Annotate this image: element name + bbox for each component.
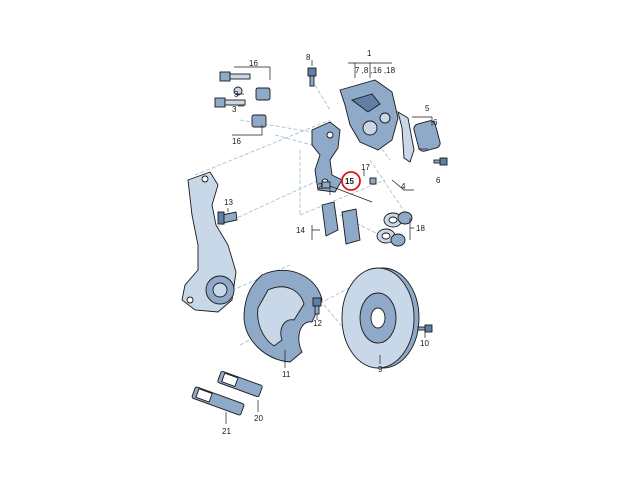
callout-17: 17 — [361, 163, 370, 172]
brake-disc-icon — [341, 267, 420, 369]
splash-shield-icon — [243, 270, 323, 363]
guide-pin-set-lower-icon — [214, 97, 267, 128]
callout-2: 2 — [318, 182, 323, 191]
guide-pin-set-upper-icon — [219, 71, 271, 101]
callout-7-8-16-18: 7 ,8 ,16 ,18 — [355, 66, 396, 75]
bolt-10-icon — [417, 324, 433, 333]
callout-11: 11 — [282, 370, 291, 379]
callout-4: 4 — [401, 182, 406, 191]
bolt-8-icon — [307, 67, 317, 87]
callout-16-bottom: 16 — [232, 137, 241, 146]
wear-sensor-icon — [321, 177, 377, 203]
carrier-bracket-icon — [311, 121, 343, 193]
callout-20: 20 — [254, 414, 263, 423]
callout-10: 10 — [420, 339, 429, 348]
callout-13: 13 — [224, 198, 233, 207]
highlight-ring — [341, 171, 361, 191]
callout-14: 14 — [296, 226, 305, 235]
callout-6-b: 6 — [436, 176, 441, 185]
callout-5: 5 — [425, 104, 430, 113]
callout-3-a: 3 — [234, 90, 239, 99]
callout-labels: 1 7 ,8 ,16 ,18 8 16 3 3 16 5 6 6 4 17 15… — [222, 49, 441, 436]
callout-21: 21 — [222, 427, 231, 436]
callout-12: 12 — [313, 319, 322, 328]
callout-9: 9 — [378, 365, 383, 374]
callout-15: 15 — [345, 177, 354, 186]
bolt-6-icon — [433, 157, 448, 166]
brake-caliper-icon — [339, 79, 399, 151]
brake-pad-pair-icon — [321, 201, 361, 245]
steering-knuckle-icon — [181, 171, 237, 313]
callout-18: 18 — [416, 224, 425, 233]
callout-8-top: 8 — [306, 53, 311, 62]
leader-lines — [225, 60, 433, 424]
piston-seal-set-icon — [376, 211, 413, 247]
callout-6-a: 6 — [433, 118, 438, 127]
grease-tube-21-icon — [191, 386, 245, 416]
callout-16-top: 16 — [249, 59, 258, 68]
bolt-13-icon — [217, 211, 238, 225]
callout-1: 1 — [367, 49, 372, 58]
grease-tube-20-icon — [217, 370, 263, 398]
spring-clip-icon — [397, 111, 441, 163]
callout-3-b: 3 — [232, 105, 237, 114]
